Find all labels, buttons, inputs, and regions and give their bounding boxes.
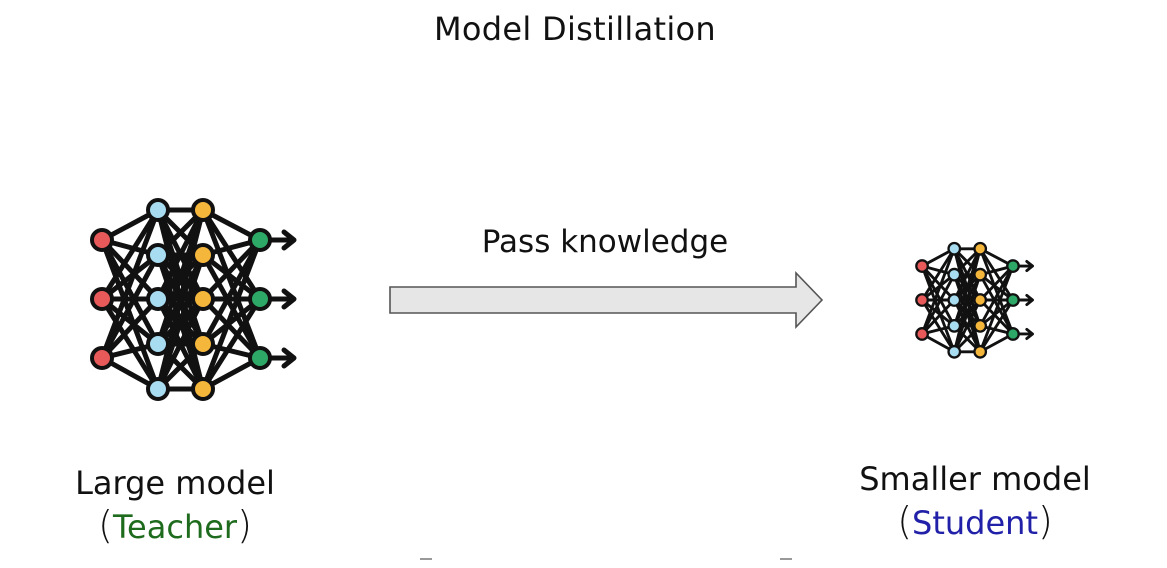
network-edge <box>200 237 263 302</box>
network-edge <box>978 247 1015 302</box>
network-edge <box>200 296 263 392</box>
network-edge <box>920 247 956 336</box>
student-neural-network-icon <box>915 241 1034 359</box>
diagram-title: Model Distillation <box>434 10 716 48</box>
teacher-role: Teacher <box>112 508 238 546</box>
open-paren: ( <box>897 499 913 543</box>
network-edge <box>200 237 263 347</box>
teacher-caption: Large model (Teacher) <box>40 462 310 548</box>
network-edge <box>978 264 1015 354</box>
network-node <box>1006 293 1020 307</box>
network-node <box>90 346 114 370</box>
transfer-arrow <box>389 271 824 329</box>
network-edge <box>99 296 161 361</box>
network-edge <box>978 298 1015 354</box>
network-node <box>90 228 114 252</box>
network-node <box>1006 327 1020 341</box>
network-edge <box>978 264 1015 302</box>
close-paren: ) <box>1037 499 1053 543</box>
network-edge <box>978 298 1015 336</box>
network-node <box>191 332 215 356</box>
network-edge <box>920 298 956 336</box>
network-edges <box>920 247 1015 354</box>
network-edge <box>978 247 1015 336</box>
network-node <box>146 287 170 311</box>
student-caption: Smaller model (Student) <box>825 458 1125 544</box>
arrow-label: Pass knowledge <box>481 224 729 260</box>
network-node <box>191 243 215 267</box>
network-node <box>191 287 215 311</box>
teacher-neural-network-icon <box>90 198 297 401</box>
network-edge <box>155 252 206 392</box>
network-edge <box>978 298 1015 328</box>
network-node <box>146 377 170 401</box>
network-node <box>973 293 988 307</box>
network-edge <box>920 247 956 302</box>
network-node <box>947 241 962 256</box>
network-edge <box>920 264 956 302</box>
network-node <box>146 198 170 222</box>
network-edge <box>952 298 982 354</box>
network-edge <box>978 273 1015 336</box>
network-edge <box>920 264 956 328</box>
network-edge <box>920 273 956 336</box>
cropped-mark <box>420 558 432 568</box>
network-edge <box>920 298 956 354</box>
network-edge <box>200 207 263 361</box>
network-node <box>947 344 962 359</box>
network-edge <box>99 237 161 347</box>
network-node <box>191 377 215 401</box>
network-node <box>90 287 114 311</box>
close-paren: ) <box>237 503 252 547</box>
network-edge <box>200 296 263 347</box>
network-node <box>973 318 988 333</box>
network-edge <box>978 273 1015 302</box>
right-arrow-icon <box>389 271 824 329</box>
network-node <box>1006 259 1020 273</box>
open-paren: ( <box>98 503 113 547</box>
network-edge <box>978 264 1015 328</box>
network-node <box>947 267 962 282</box>
teacher-caption-line1: Large model <box>75 464 275 502</box>
student-caption-line2: (Student) <box>825 500 1125 544</box>
network-node <box>973 267 988 282</box>
network-node <box>915 259 929 273</box>
network-edge <box>200 207 263 302</box>
network-edge <box>155 296 206 392</box>
student-caption-line1: Smaller model <box>859 460 1091 498</box>
network-edge <box>200 296 263 361</box>
network-node <box>973 241 988 256</box>
network-node <box>915 293 929 307</box>
network-node <box>248 346 272 370</box>
network-node <box>947 293 962 307</box>
network-node <box>973 344 988 359</box>
network-node <box>248 287 272 311</box>
network-edges <box>99 207 263 392</box>
network-edge <box>99 207 161 302</box>
network-node <box>915 327 929 341</box>
network-edge <box>99 252 161 361</box>
network-edge <box>99 237 161 392</box>
cropped-mark <box>780 558 792 568</box>
network-node <box>947 318 962 333</box>
network-edge <box>200 237 263 392</box>
network-edge <box>99 237 161 302</box>
network-edge <box>99 207 161 361</box>
network-edge <box>952 273 982 354</box>
teacher-caption-line2: (Teacher) <box>40 504 310 548</box>
network-edge <box>99 296 161 392</box>
network-node <box>248 228 272 252</box>
network-edge <box>200 252 263 302</box>
network-node <box>146 332 170 356</box>
network-edge <box>200 252 263 361</box>
network-edge <box>920 264 956 354</box>
network-node <box>191 198 215 222</box>
network-node <box>146 243 170 267</box>
student-role: Student <box>912 504 1038 542</box>
